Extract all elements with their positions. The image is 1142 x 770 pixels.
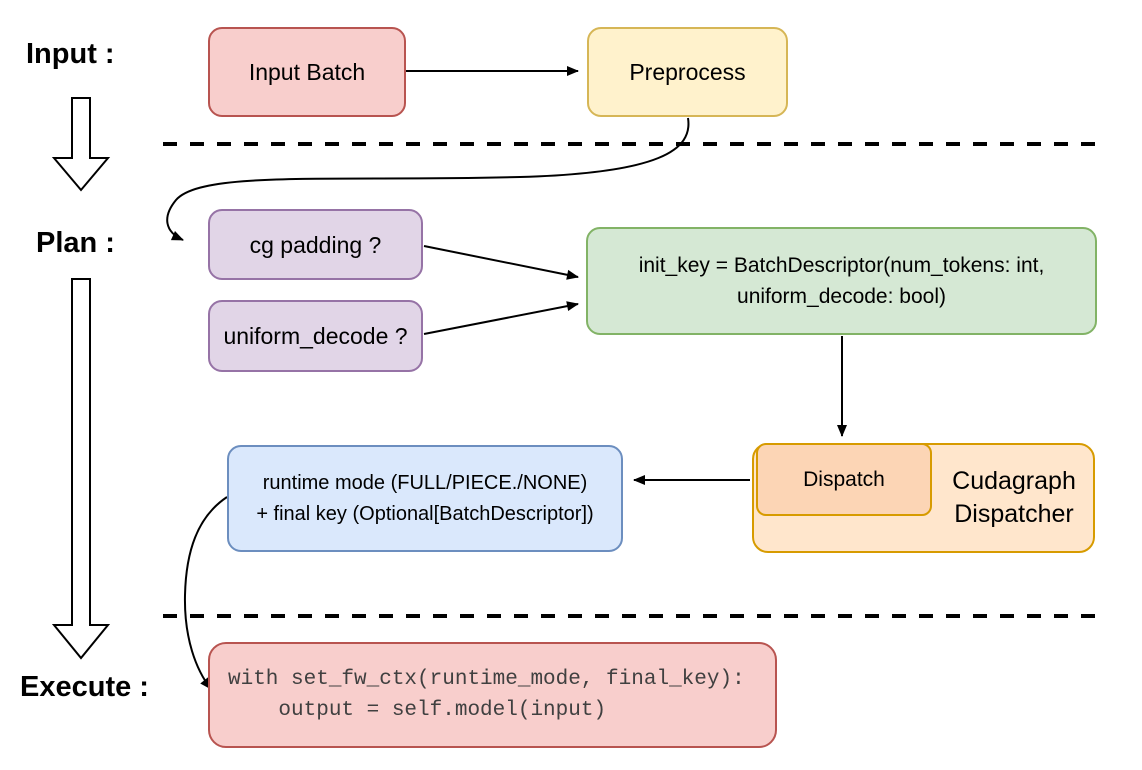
- cudagraph-dispatcher-line1: Cudagraph: [952, 467, 1076, 495]
- stage-arrow-plan-to-execute-icon: [51, 278, 111, 660]
- arrow-runtime-result-to-execute-code: [183, 496, 228, 690]
- node-cg-padding: cg padding ?: [208, 209, 423, 280]
- cudagraph-dispatcher-line2: Dispatcher: [954, 500, 1074, 528]
- execute-code-line1: with set_fw_ctx(runtime_mode, final_key)…: [228, 668, 745, 691]
- node-preprocess-label: Preprocess: [629, 59, 746, 85]
- node-input-batch: Input Batch: [208, 27, 406, 117]
- node-input-batch-label: Input Batch: [248, 59, 366, 85]
- node-runtime-result-line2: + final key (Optional[BatchDescriptor]): [256, 502, 594, 525]
- node-dispatch-label: Dispatch: [803, 467, 885, 491]
- node-dispatch: Dispatch: [756, 443, 932, 516]
- node-init-key-line2: uniform_decode: bool): [737, 285, 946, 308]
- node-runtime-result-line1: runtime mode (FULL/PIECE./NONE): [262, 471, 588, 494]
- node-runtime-result: runtime mode (FULL/PIECE./NONE) + final …: [227, 445, 623, 552]
- stage-arrow-input-to-plan-icon: [51, 97, 111, 192]
- node-init-key: init_key = BatchDescriptor(num_tokens: i…: [586, 227, 1097, 335]
- stage-label-input: Input :: [26, 38, 115, 70]
- arrow-preprocess-to-cg-padding: [166, 117, 690, 241]
- node-cudagraph-dispatcher-text: Cudagraph Dispatcher: [930, 443, 1098, 553]
- node-preprocess: Preprocess: [587, 27, 788, 117]
- node-uniform-decode-label: uniform_decode ?: [223, 323, 408, 349]
- stage-label-plan: Plan :: [36, 227, 115, 259]
- node-uniform-decode: uniform_decode ?: [208, 300, 423, 372]
- node-cg-padding-label: cg padding ?: [249, 231, 382, 258]
- arrow-cg-padding-to-init-key: [423, 245, 579, 280]
- execute-code-line2: output = self.model(input): [228, 699, 607, 722]
- node-execute-code: with set_fw_ctx(runtime_mode, final_key)…: [208, 642, 777, 748]
- node-init-key-line1: init_key = BatchDescriptor(num_tokens: i…: [638, 254, 1045, 277]
- stage-label-execute: Execute :: [20, 671, 149, 703]
- arrow-uniform-decode-to-init-key: [423, 301, 579, 335]
